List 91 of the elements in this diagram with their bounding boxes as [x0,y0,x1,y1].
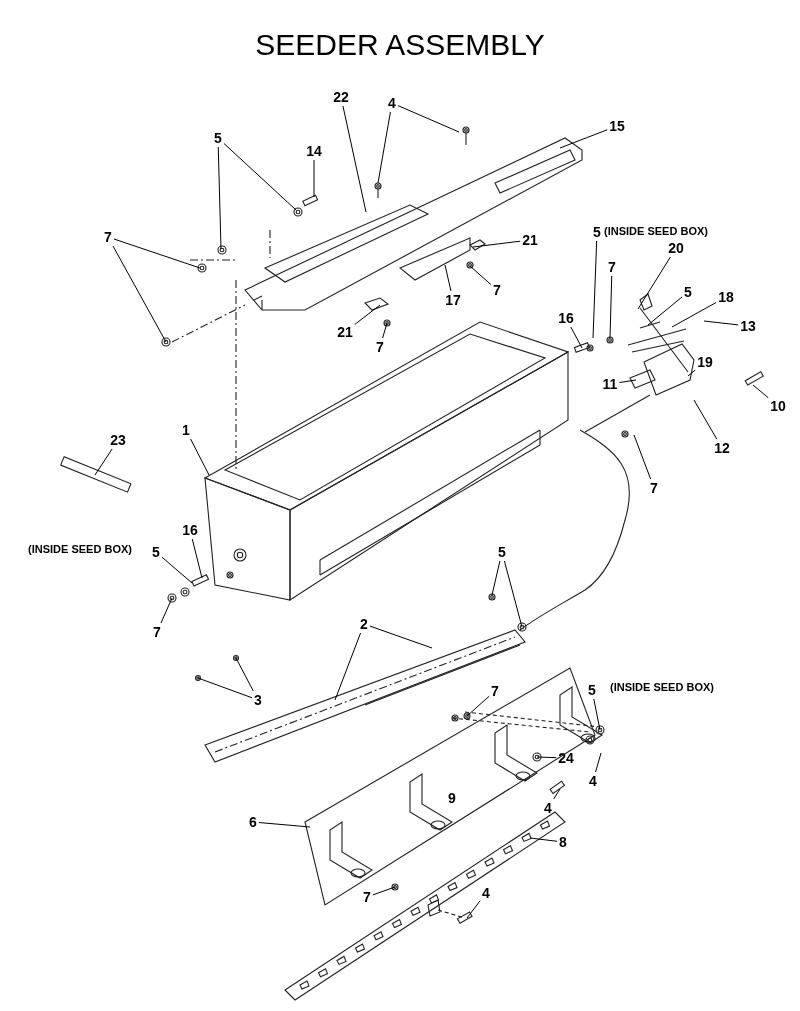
leader-line [372,886,396,896]
callout-number: 21 [521,232,539,248]
leader-line [94,448,113,476]
leader-line [637,256,671,310]
leader-line [466,695,490,717]
callout-number: 5 [587,682,597,698]
leader-line [472,240,521,248]
callout-number: 17 [444,292,462,308]
title: SEEDER ASSEMBLY [254,28,546,62]
callout-number: 7 [103,229,113,245]
leader-line [553,788,561,800]
callout-number: 1 [181,422,191,438]
callout-number: 16 [557,310,575,326]
callout-number: 7 [492,282,502,298]
callout-number: 6 [248,814,258,830]
leader-line [703,320,739,326]
callout-number: 4 [543,800,553,816]
callout-number: 7 [490,683,500,699]
leader-line [752,384,769,399]
leader-line [559,129,608,149]
leader-line [235,657,254,692]
leader-line [334,632,362,701]
leader-line [687,369,696,377]
leader-line [609,275,613,339]
callout-number: 18 [717,289,735,305]
leader-line [377,111,391,184]
leader-line [382,322,388,339]
note-text: (INSIDE SEED BOX) [28,543,132,555]
leader-line [595,752,602,773]
callout-number: 4 [387,95,397,111]
leader-line [197,677,253,699]
leader-line [618,379,637,384]
leader-line [593,698,601,731]
callout-number: 10 [769,398,787,414]
callout-number: 8 [558,834,568,850]
callout-number: 5 [213,130,223,146]
leader-line [397,105,460,133]
leader-line [217,146,222,250]
callout-number: 5 [497,544,507,560]
leader-line [190,438,210,476]
callout-number: 2 [359,616,369,632]
callout-number: 4 [481,885,491,901]
callout-number: 7 [362,889,372,905]
callout-number: 5 [592,224,602,240]
leader-line [466,900,481,919]
leader-line [633,434,652,480]
leader-line [313,159,315,198]
callout-number: 20 [667,240,685,256]
callout-number: 7 [152,624,162,640]
leader-line [536,756,557,759]
leader-line [223,142,297,211]
callout-number: 24 [557,750,575,766]
leader-line [592,240,598,339]
callout-number: 11 [601,376,619,392]
leader-line [647,296,683,326]
callout-number: 19 [696,354,714,370]
callout-number: 5 [683,284,693,300]
callout-number: 7 [375,339,385,355]
callout-number: 15 [608,118,626,134]
leader-line [671,301,717,328]
callout-number: 22 [332,89,350,105]
leader-line [469,265,492,286]
note-text: (INSIDE SEED BOX) [610,681,714,693]
callout-number: 5 [151,544,161,560]
leader-line [503,560,523,628]
leader-line [491,560,501,596]
callout-number: 9 [448,790,456,806]
callout-number: 7 [607,259,617,275]
leader-line [112,245,167,343]
leader-line [354,304,381,325]
leader-line [113,238,201,269]
leader-line [529,837,558,842]
callout-number: 14 [305,143,323,159]
leader-line [369,625,433,649]
callout-number: 21 [336,324,354,340]
leader-line [342,105,367,213]
leader-line [693,399,718,440]
callout-number: 13 [739,318,757,334]
callout-number: 16 [181,522,199,538]
leader-line [570,326,583,349]
note-text: (INSIDE SEED BOX) [604,225,708,237]
callout-number: 12 [713,440,731,456]
leader-line [191,538,203,579]
leader-line [444,264,452,292]
callout-number: 4 [588,773,598,789]
leader-line [258,822,311,828]
callout-number: 7 [649,480,659,496]
leader-line [161,556,193,584]
leader-line [160,597,173,624]
callout-number: 3 [253,692,263,708]
callout-number: 23 [109,432,127,448]
